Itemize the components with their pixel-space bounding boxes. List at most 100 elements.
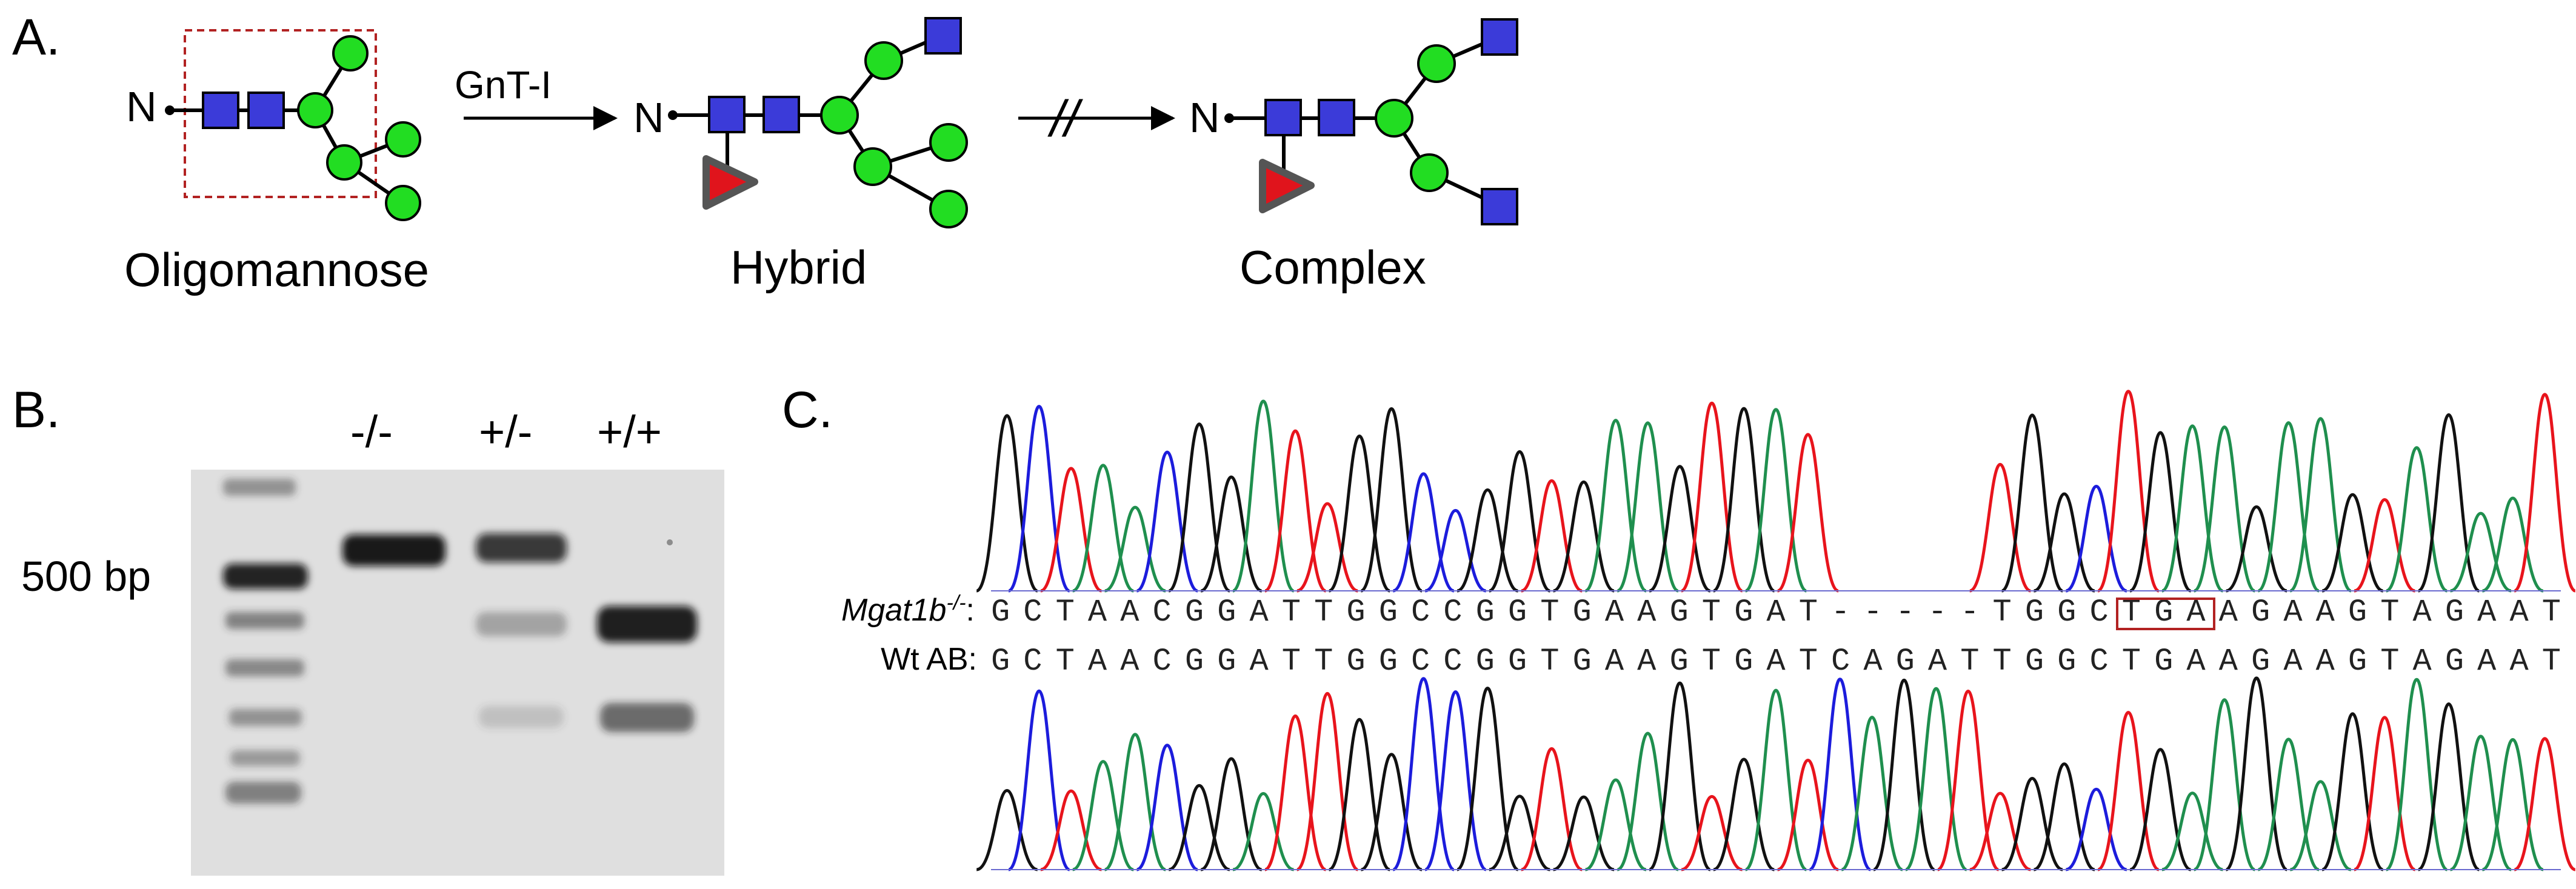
wildtype-label: Wt AB:	[881, 642, 977, 677]
chromatogram-wildtype	[976, 676, 2576, 871]
glcnac-square	[1481, 188, 1518, 225]
chromatogram-peak	[1007, 689, 1070, 871]
gel-band	[597, 606, 697, 642]
blocked-mark: //	[1047, 90, 1083, 147]
chromatogram-peak	[2129, 431, 2192, 593]
gel-band	[479, 706, 564, 728]
chromatogram-peak	[1777, 433, 1840, 593]
chromatogram-peak	[1584, 419, 1647, 593]
chromatogram-peak	[1424, 690, 1487, 871]
chromatogram-peak	[1007, 405, 1070, 593]
chromatogram-peak	[1232, 791, 1295, 871]
chromatogram-peak	[1937, 690, 2000, 871]
chromatogram-peak	[1104, 505, 1166, 593]
chromatogram-peak	[2481, 738, 2544, 871]
lane-label-neg: -/-	[350, 407, 393, 457]
glcnac-square	[1318, 99, 1355, 136]
chromatogram-peak	[1360, 753, 1423, 871]
chromatogram-peak	[1584, 778, 1647, 871]
mannose-circle	[929, 190, 968, 228]
glcnac-square	[202, 92, 239, 129]
chromatogram-peak	[2354, 716, 2416, 871]
chromatogram-peak	[2001, 776, 2063, 871]
chromatogram-peak	[1552, 480, 1615, 593]
chromatogram-peak	[1328, 435, 1391, 593]
mannose-circle	[385, 185, 421, 221]
chromatogram-peak	[2449, 734, 2512, 871]
complex-structure: N Complex	[1189, 18, 1518, 294]
chromatogram-peak	[1392, 677, 1455, 871]
chromatogram-peak	[1039, 467, 1103, 593]
chromatogram-peak	[1617, 421, 1679, 593]
mannose-circle	[1410, 153, 1449, 192]
chromatogram-peak	[1136, 744, 1198, 871]
mannose-circle	[929, 123, 968, 162]
chromatogram-peak	[1744, 688, 1807, 871]
glcnac-square	[1264, 99, 1302, 136]
chromatogram-peak	[1264, 714, 1327, 871]
chromatogram-peak	[1456, 687, 1519, 871]
stop-codon-box	[2116, 598, 2215, 630]
chromatogram-peak	[1777, 758, 1839, 871]
wildtype-sequence: GCTAACGGATTGGCCGGTGAAGTGATCAGATTGGCTGAAG…	[991, 644, 2561, 679]
chromatogram-peak	[1136, 450, 1198, 593]
chromatogram-peak	[2481, 496, 2544, 593]
dashed-box	[184, 29, 377, 198]
chromatogram-peak	[1328, 718, 1391, 871]
chromatogram-peak	[1969, 462, 2032, 593]
chromatogram-peak	[1680, 401, 1743, 593]
oligomannose-label: Oligomannose	[124, 243, 429, 296]
chromatogram-peak	[2321, 493, 2384, 593]
chromatogram-peak	[1520, 747, 1583, 871]
glcnac-square	[247, 92, 285, 129]
chromatogram-peak	[1392, 472, 1455, 593]
chromatogram-peak	[1040, 789, 1103, 871]
gel-band	[476, 612, 567, 636]
chromatogram-peak	[2257, 738, 2320, 871]
chromatogram-peak	[1296, 502, 1359, 593]
gel-band	[229, 709, 302, 726]
lane-label-pos: +/+	[597, 407, 662, 457]
panel-a-label: A.	[12, 8, 60, 65]
mannose-circle	[332, 35, 369, 72]
gel-band	[476, 533, 567, 562]
chromatogram-peak	[1617, 731, 1679, 871]
chromatogram-peak	[2289, 417, 2352, 593]
panel-a: A. N Oligomannose GnT-I N	[12, 8, 1518, 296]
gel-band	[342, 534, 445, 566]
gel-band	[225, 782, 301, 804]
chromatogram-peak	[1713, 757, 1775, 871]
chromatogram-peak	[1424, 508, 1487, 593]
chromatogram-peak	[2417, 413, 2480, 593]
fucose-triangle	[702, 155, 758, 210]
chromatogram-peak	[1681, 794, 1743, 871]
lane-label-het: +/-	[479, 407, 532, 457]
chromatogram-peak	[2321, 712, 2384, 871]
chromatogram-peak	[1457, 488, 1519, 593]
chromatogram-peak	[2225, 505, 2287, 593]
chromatogram-peak	[2385, 678, 2448, 871]
chromatogram-peak	[1809, 678, 1872, 871]
mannose-circle	[1375, 99, 1413, 138]
chromatogram-peak	[2193, 698, 2256, 871]
chromatogram-peak	[1520, 479, 1583, 593]
gel-band	[600, 703, 694, 732]
chromatogram-peak	[2257, 421, 2320, 593]
asparagine-label: N	[126, 83, 157, 130]
chromatogram-peak	[1200, 475, 1263, 593]
chromatogram-peak	[2225, 676, 2288, 871]
chromatogram-peak	[1488, 450, 1551, 593]
mutant-label: Mgat1b-/-:	[841, 591, 975, 628]
gel-band	[225, 659, 304, 676]
blocked-arrow: //	[1018, 90, 1175, 147]
panel-b: B. -/- +/- +/+ 500 bp	[12, 381, 724, 876]
mannose-circle	[820, 96, 859, 135]
gel-band	[223, 479, 296, 496]
gnt-i-arrow: GnT-I	[455, 63, 618, 130]
mutant-sequence: GCTAACGGATTGGCCGGTGAAGTGAT-----TGGCTGAAG…	[991, 594, 2561, 630]
chromatogram-peak	[2033, 762, 2095, 871]
chromatogram-peak	[1200, 757, 1263, 871]
chromatogram-peak	[2449, 511, 2512, 593]
chromatogram-peak	[1649, 681, 1711, 871]
gel-band	[225, 612, 304, 629]
